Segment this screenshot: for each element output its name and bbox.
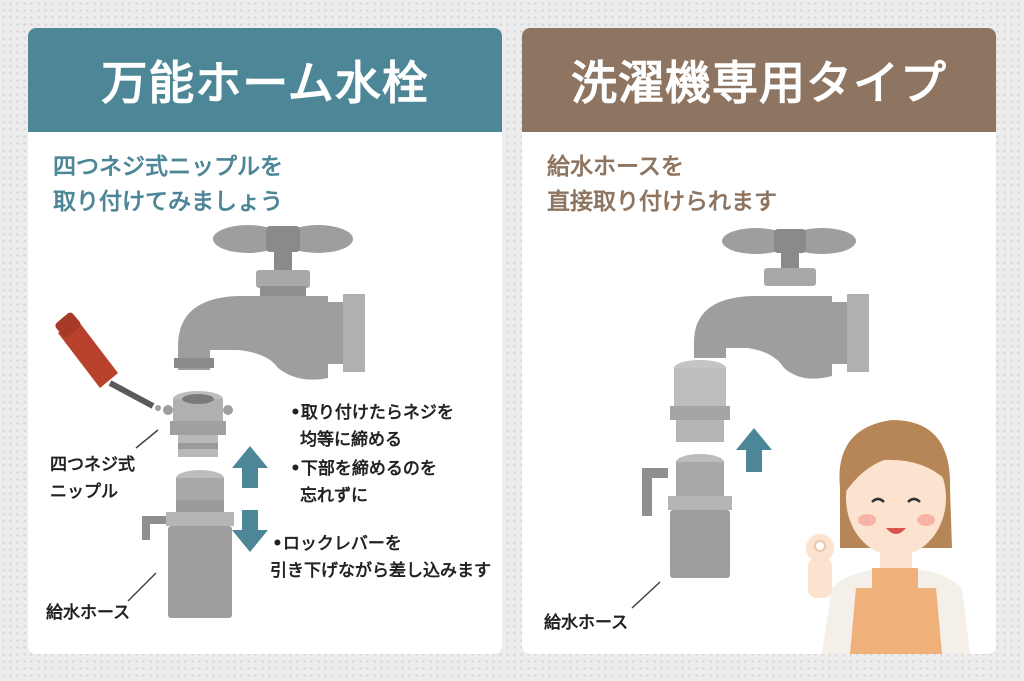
note-tighten-bottom: •下部を締めるのを 忘れずに	[290, 459, 437, 506]
arrow-up-icon	[736, 428, 772, 472]
panel-title: 万能ホーム水栓	[28, 28, 502, 132]
faucet-body-icon	[174, 286, 365, 380]
woman-character-icon	[806, 420, 970, 654]
supply-hose-icon	[142, 470, 234, 618]
panel-washing-machine-type: 洗濯機専用タイプ 給水ホースを 直接取り付けられます	[522, 28, 996, 654]
nipple-label: 四つネジ式 ニップル	[50, 455, 135, 502]
note-lock-lever: •ロックレバーを 引き下げながら差し込みます	[270, 534, 491, 581]
faucet-nipple-illustration	[55, 225, 365, 618]
faucet-connector-icon	[670, 360, 730, 442]
hose-label: 給水ホース	[544, 613, 629, 633]
four-screw-nipple-icon	[163, 391, 233, 457]
panel-universal-faucet: 万能ホーム水栓 四つネジ式ニップルを 取り付けてみましょう	[28, 28, 502, 654]
washing-faucet-illustration	[631, 228, 970, 654]
faucet-body-icon	[694, 294, 869, 379]
hose-label: 給水ホース	[46, 603, 131, 623]
arrow-down-icon	[232, 510, 268, 552]
faucet-handle-icon	[213, 225, 353, 288]
panel-title: 洗濯機専用タイプ	[522, 28, 996, 132]
note-tighten-screws: •取り付けたらネジを 均等に締める	[290, 403, 454, 450]
faucet-handle-icon	[722, 228, 856, 286]
screwdriver-icon	[55, 312, 161, 411]
supply-hose-icon	[642, 454, 732, 578]
panel-subtitle: 四つネジ式ニップルを 取り付けてみましょう	[53, 154, 283, 215]
panel-subtitle: 給水ホースを 直接取り付けられます	[547, 154, 777, 215]
arrow-up-icon	[232, 446, 268, 488]
